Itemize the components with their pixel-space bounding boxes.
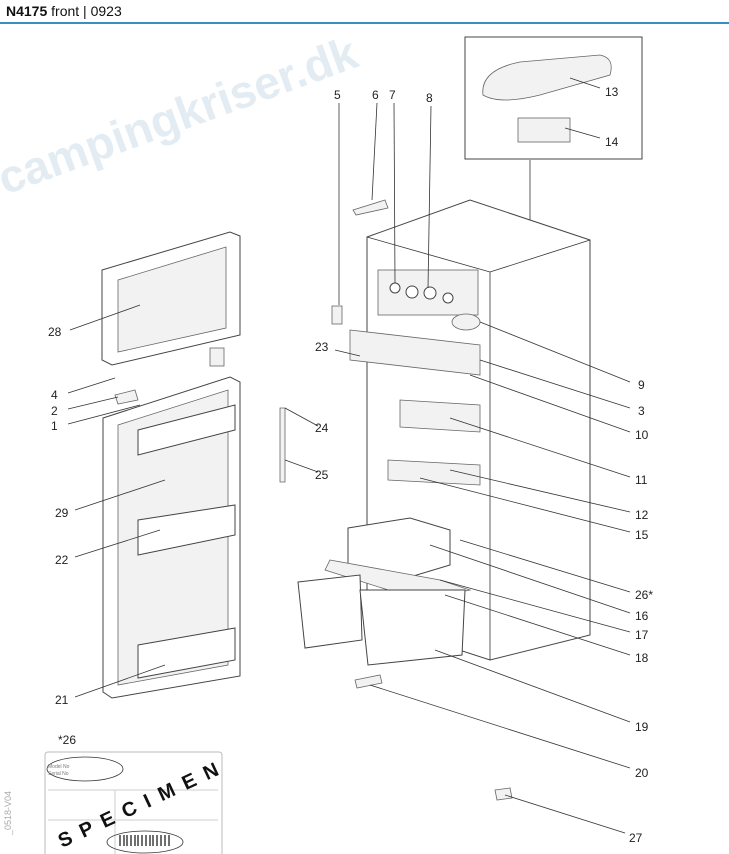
document-code: _0518-V04 (3, 790, 14, 836)
part-12 (387, 459, 481, 486)
callout-16: 16 (635, 609, 649, 623)
part-2 (114, 389, 139, 405)
callout-17: 17 (635, 628, 649, 642)
callout-4: 4 (51, 388, 58, 402)
callout-19: 19 (635, 720, 649, 734)
model-number: N4175 (6, 3, 48, 19)
callout-3: 3 (638, 404, 645, 418)
callout-26: 26* (635, 588, 653, 602)
part-25 (279, 407, 286, 483)
barcode (119, 835, 170, 846)
crisper-left (297, 574, 363, 649)
part-6 (352, 199, 389, 216)
callout-29: 29 (55, 506, 69, 520)
callout-8: 8 (426, 91, 433, 105)
callout-12: 12 (635, 508, 649, 522)
callout-23: 23 (315, 340, 329, 354)
callout-25: 25 (315, 468, 329, 482)
part-20 (354, 674, 383, 689)
part-21 (137, 627, 236, 679)
part-5 (331, 305, 343, 325)
callout-13: 13 (605, 85, 619, 99)
serial-no-label: Serial No (48, 771, 69, 777)
callout-6: 6 (372, 88, 379, 102)
watermark: campingkriser.dk (0, 26, 364, 204)
callout-21: 21 (55, 693, 69, 707)
callout-2: 2 (51, 404, 58, 418)
callout-10: 10 (635, 428, 649, 442)
callout-1: 1 (51, 419, 58, 433)
callout-18: 18 (635, 651, 649, 665)
part-19 (359, 589, 466, 666)
part-14 (517, 117, 571, 143)
callout-14: 14 (605, 135, 619, 149)
part-22 (137, 504, 236, 556)
callout-9: 9 (638, 378, 645, 392)
part-27 (494, 787, 513, 801)
page-header: N4175 front | 0923 (0, 0, 729, 24)
header-subtitle: front | 0923 (51, 3, 122, 19)
footnote-26: *26 (58, 733, 76, 747)
callout-15: 15 (635, 528, 649, 542)
part-9 (451, 313, 481, 331)
callout-5: 5 (334, 88, 341, 102)
callout-20: 20 (635, 766, 649, 780)
part-23 (349, 329, 481, 376)
callout-28: 28 (48, 325, 62, 339)
model-no-label: Model No (48, 764, 70, 770)
specimen-label (44, 751, 223, 854)
callout-11: 11 (635, 473, 648, 487)
callout-22: 22 (55, 553, 69, 567)
callout-24: 24 (315, 421, 329, 435)
part-11 (399, 399, 481, 433)
callout-7: 7 (389, 88, 396, 102)
part-13 (482, 54, 612, 101)
callout-27: 27 (629, 831, 643, 845)
